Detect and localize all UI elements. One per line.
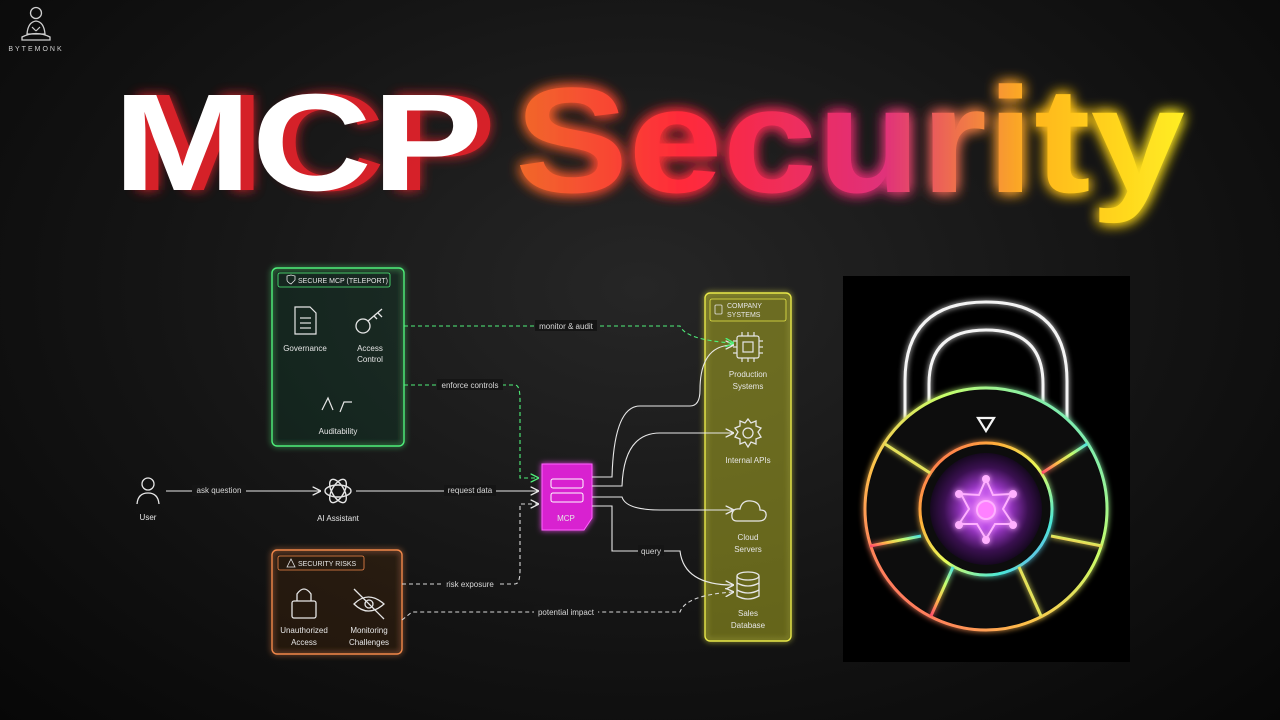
company-header-2: SYSTEMS — [727, 312, 761, 319]
user-node: User — [136, 477, 160, 522]
request-data-label: request data — [448, 486, 493, 495]
cloud-label-2: Servers — [734, 545, 762, 554]
brand-name: BYTEMONK — [8, 46, 64, 53]
edge-apis — [592, 433, 733, 487]
shield-icon — [286, 274, 296, 285]
potential-impact-label: potential impact — [538, 608, 595, 617]
ask-question-label: ask question — [197, 486, 242, 495]
network-star-icon — [955, 475, 1017, 544]
openai-icon — [324, 478, 352, 504]
edge-monitor-audit — [404, 325, 733, 343]
page-title: MCP MCP Security — [0, 44, 1280, 244]
lock-illustration — [843, 276, 1130, 662]
mcp-node: MCP — [541, 463, 593, 531]
secure-box-header: SECURE MCP (TELEPORT) — [298, 278, 388, 285]
edge-production — [592, 345, 733, 478]
access-control-label-2: Control — [357, 355, 383, 364]
monk-icon — [21, 6, 51, 41]
bytemonk-logo: BYTEMONK — [4, 4, 68, 53]
edge-query — [592, 505, 733, 585]
eye-off-icon — [353, 588, 385, 620]
activity-icon — [321, 396, 352, 413]
monitoring-label-1: Monitoring — [350, 626, 387, 635]
ai-assistant-node: AI Assistant — [317, 478, 360, 523]
building-icon — [714, 304, 723, 315]
production-label-2: Systems — [733, 382, 764, 391]
access-control-label-1: Access — [357, 344, 383, 353]
key-icon — [355, 308, 383, 334]
enforce-controls-label: enforce controls — [442, 381, 499, 390]
cpu-icon — [733, 332, 763, 362]
user-icon — [136, 477, 160, 505]
gear-icon — [733, 417, 763, 449]
security-risks-box: SECURITY RISKS Unauthorized Access Monit… — [271, 549, 403, 655]
server-icon — [550, 478, 584, 489]
company-header-1: COMPANY — [727, 303, 762, 310]
unauthorized-label-1: Unauthorized — [280, 626, 328, 635]
title-security: Security — [515, 56, 1185, 224]
title-mcp-shadow: MCP — [126, 66, 496, 220]
edge-risk-exposure — [402, 504, 538, 585]
unauthorized-label-2: Access — [291, 638, 317, 647]
edge-cloud — [592, 496, 733, 510]
database-icon — [736, 571, 760, 600]
governance-label: Governance — [283, 344, 327, 353]
ai-assistant-label: AI Assistant — [317, 514, 360, 523]
production-label-1: Production — [729, 370, 767, 379]
user-label: User — [140, 513, 157, 522]
padlock-icon — [863, 300, 1109, 632]
risk-exposure-label: risk exposure — [446, 580, 494, 589]
internal-apis-label: Internal APIs — [725, 456, 770, 465]
lock-icon — [291, 588, 317, 619]
edge-enforce-controls — [404, 384, 538, 478]
company-systems-box: COMPANY SYSTEMS Production Systems Inter… — [704, 292, 792, 642]
mcp-label: MCP — [557, 514, 575, 523]
secure-mcp-box: SECURE MCP (TELEPORT) Governance Access … — [271, 267, 405, 447]
auditability-label: Auditability — [319, 427, 358, 436]
cloud-label-1: Cloud — [738, 533, 759, 542]
warning-icon — [286, 558, 296, 568]
sales-label-2: Database — [731, 621, 766, 630]
monitoring-label-2: Challenges — [349, 638, 389, 647]
document-icon — [294, 306, 317, 335]
monitor-audit-label: monitor & audit — [539, 322, 594, 331]
sales-label-1: Sales — [738, 609, 758, 618]
risk-box-header: SECURITY RISKS — [298, 561, 357, 568]
title-mcp: MCP — [113, 66, 483, 220]
edge-potential-impact — [401, 592, 733, 621]
query-label: query — [641, 547, 661, 556]
